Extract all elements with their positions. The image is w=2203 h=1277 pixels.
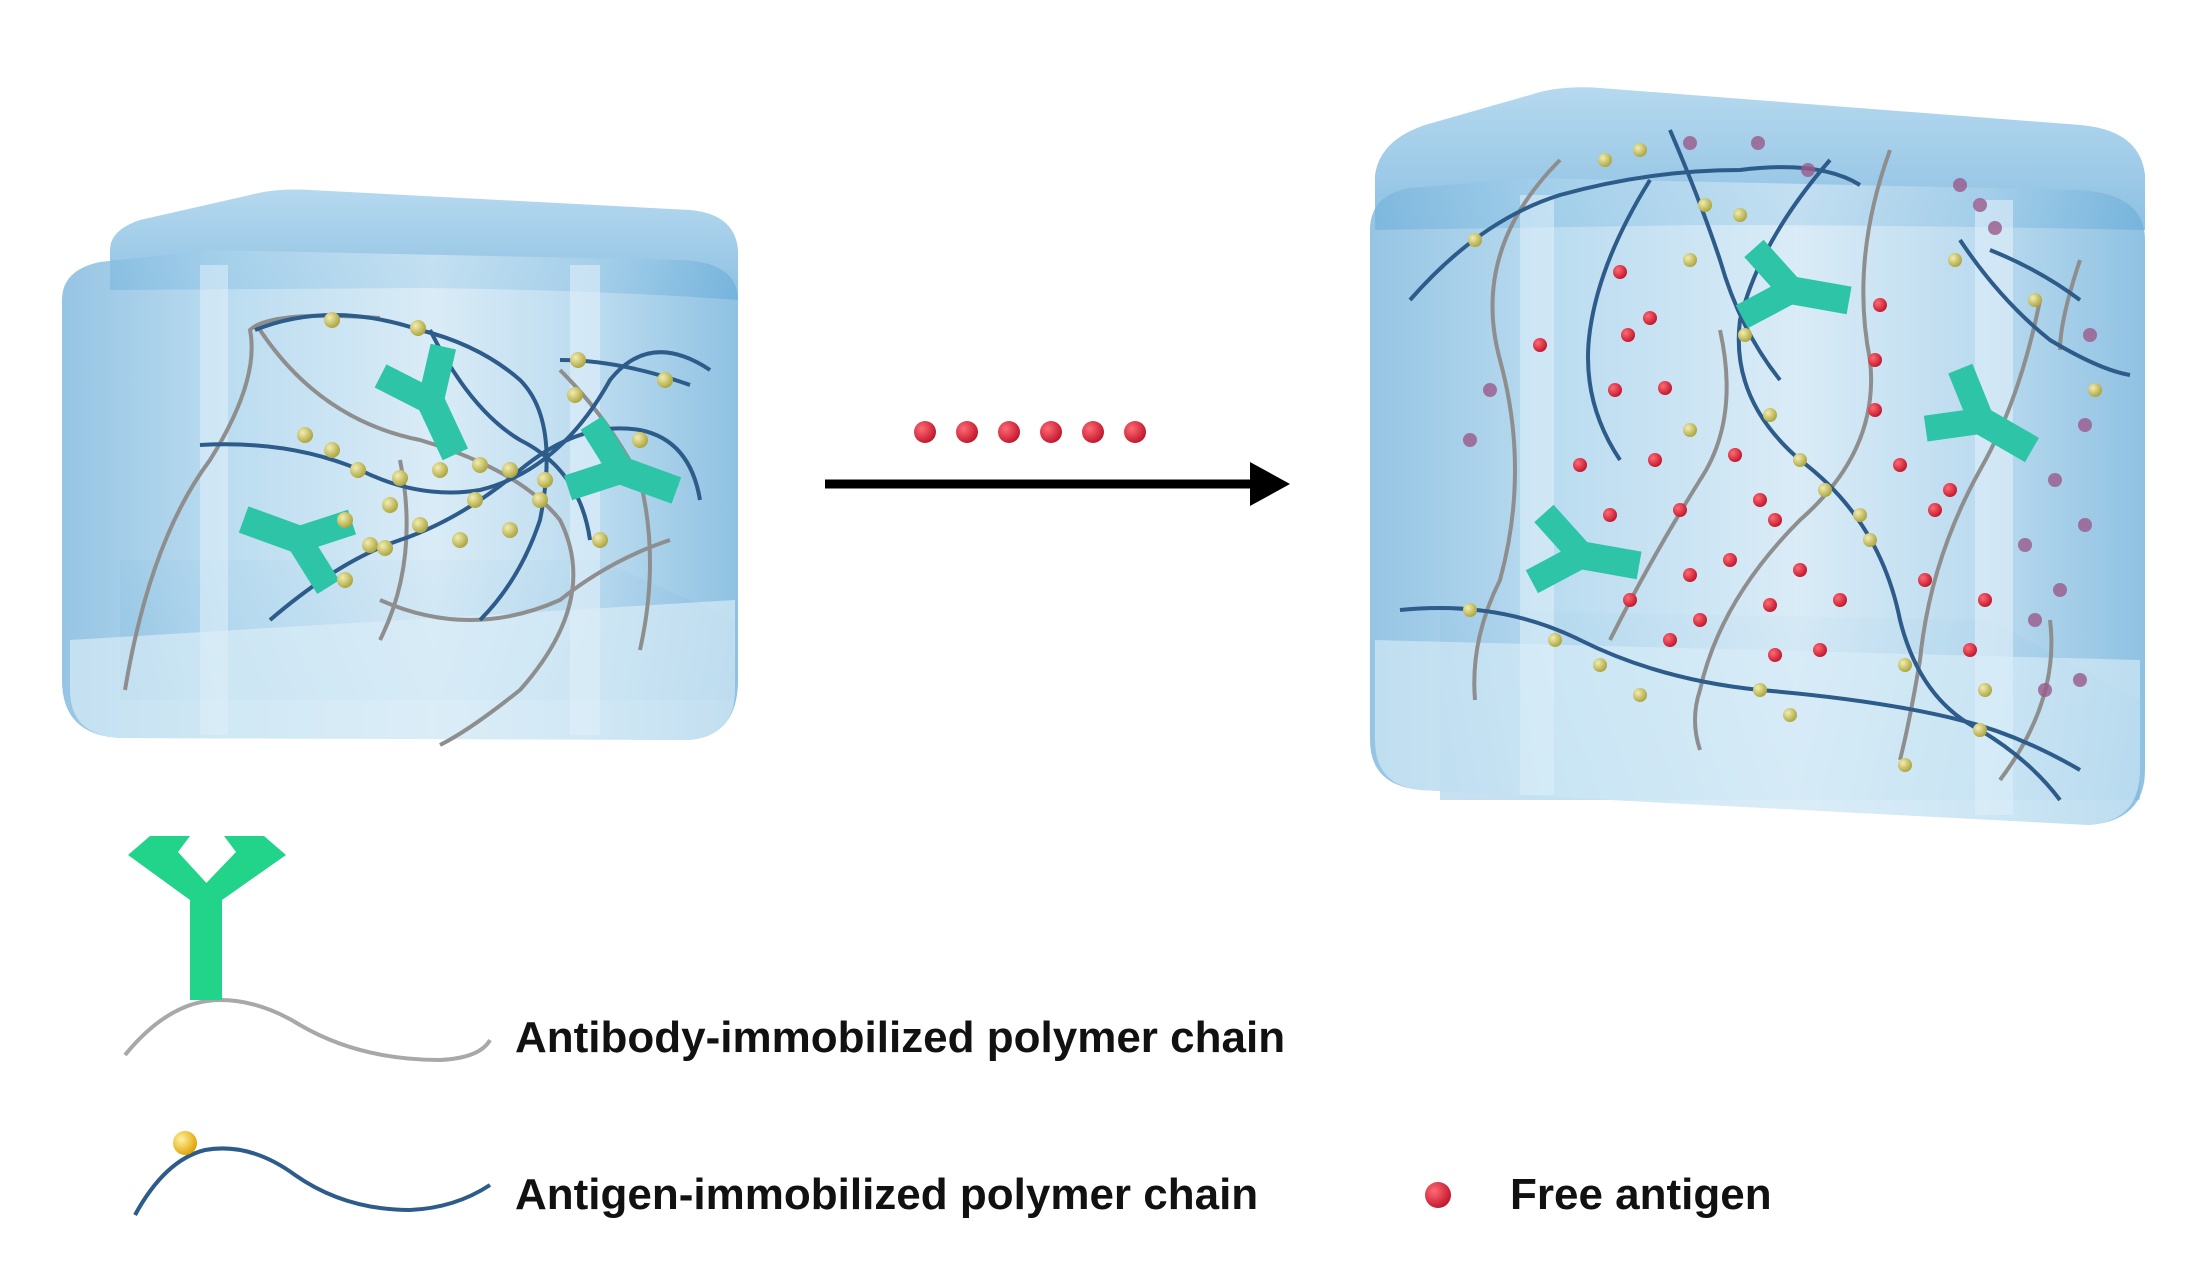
antibody-y-icon — [374, 343, 469, 461]
antigen-bead-icon — [173, 1131, 197, 1155]
antibody-y-icon — [1923, 363, 2039, 463]
free-antigen-dot-icon — [1124, 421, 1146, 443]
gel-floor-front — [70, 600, 735, 740]
free-antigen-dot-icon — [1425, 1182, 1451, 1208]
legend-antibody-chain-label: Antibody-immobilized polymer chain — [515, 1013, 1286, 1062]
hydrogel-shrunken — [62, 189, 738, 747]
antigen-beads — [297, 312, 673, 588]
gel-floor-front — [1375, 640, 2140, 825]
antibody-y-icon — [1735, 239, 1852, 329]
legend-antibody-chain-icon — [123, 836, 492, 1063]
antibody-y-icon — [563, 415, 682, 504]
free-antigen-dot-icon — [956, 421, 978, 443]
right-arrow-head — [1250, 462, 1290, 506]
free-antigen-dot-icon — [1082, 421, 1104, 443]
free-antigens — [1533, 265, 1992, 662]
legend-antigen-chain-label: Antigen-immobilized polymer chain — [515, 1170, 1259, 1219]
antibody-y-icon — [128, 836, 286, 1000]
free-antigens-background — [1463, 136, 2097, 697]
antibodies — [238, 343, 682, 595]
hydrogel-swollen — [1370, 87, 2145, 825]
transition-arrow — [825, 421, 1290, 506]
free-antigen-dot-icon — [998, 421, 1020, 443]
antibody-y-icon — [1525, 504, 1642, 594]
free-antigen-dot-icon — [1040, 421, 1062, 443]
legend-antigen-chain-icon — [133, 1131, 492, 1216]
antibody-chains — [1472, 149, 2082, 782]
antigen-beads — [1463, 143, 2102, 772]
free-antigen-dots — [914, 421, 1146, 443]
antibodies — [1525, 239, 2039, 594]
legend-free-antigen-label: Free antigen — [1510, 1170, 1772, 1219]
free-antigen-dot-icon — [914, 421, 936, 443]
